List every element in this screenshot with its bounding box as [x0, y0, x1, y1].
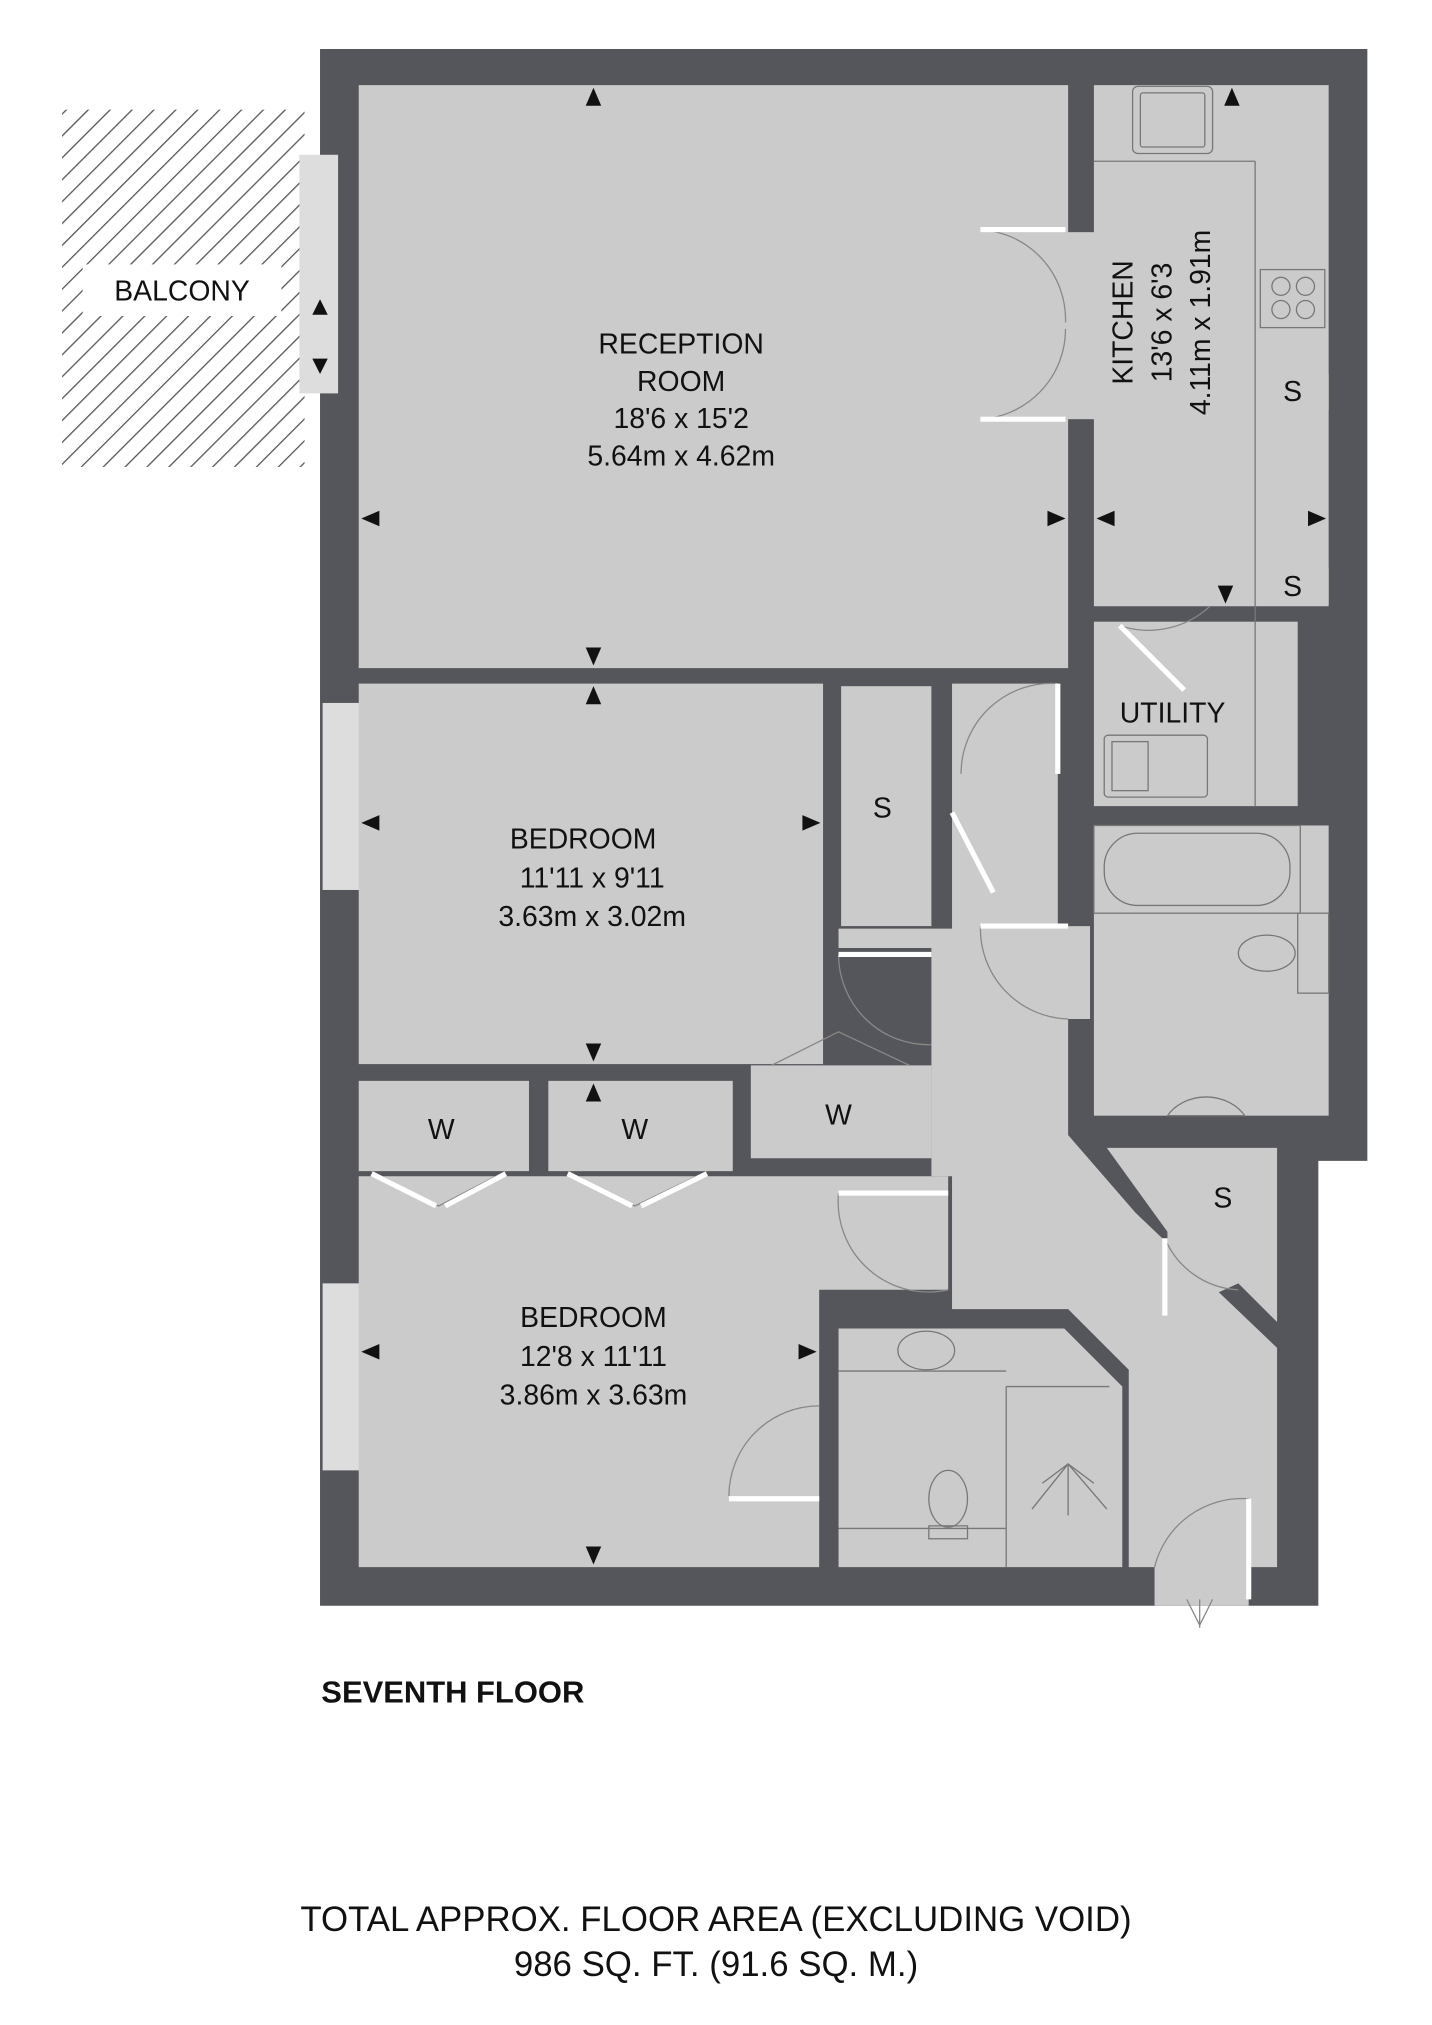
bathtub: [1093, 824, 1301, 914]
balcony-window: [299, 154, 339, 394]
ensuite: [838, 1328, 1123, 1568]
wardrobe-1: [358, 1080, 529, 1172]
reception-label-2: ROOM: [637, 366, 725, 398]
store-cupboard-1: [841, 686, 932, 927]
dimension-arrows: [312, 87, 1327, 1565]
store-label: S: [1283, 376, 1302, 408]
wardrobe-2: [548, 1080, 733, 1172]
kitchen-imperial: 13'6 x 6'3: [1146, 263, 1178, 383]
balcony-label-box: [82, 264, 282, 317]
ensuite-basin: [897, 1330, 956, 1371]
bedroom1-label: BEDROOM: [510, 824, 657, 856]
doors: [370, 227, 1252, 1628]
hallway: [838, 683, 1278, 1606]
bedroom1-metric: 3.63m x 3.02m: [498, 901, 686, 933]
kitchen-sink: [1131, 85, 1214, 155]
reception-room: [358, 85, 1069, 669]
bedroom2-window: [322, 1283, 362, 1471]
utility-sink: [1103, 734, 1209, 798]
wardrobe-label: W: [621, 1114, 648, 1146]
total-area-line2: 986 SQ. FT. (91.6 SQ. M.): [514, 1945, 918, 1984]
shower-icon: [838, 1370, 1110, 1568]
basin-icon: [1166, 1096, 1247, 1117]
kitchen-store-2: [1261, 567, 1329, 604]
bedroom1-imperial: 11'11 x 9'11: [520, 862, 665, 894]
store-cupboard-hall: [1106, 1147, 1278, 1323]
reception-imperial: 18'6 x 15'2: [613, 403, 748, 435]
kitchen-store-1: [1261, 374, 1329, 411]
wardrobe-label: W: [428, 1114, 455, 1146]
kitchen-label: KITCHEN: [1108, 260, 1140, 384]
reception-metric: 5.64m x 4.62m: [587, 441, 775, 473]
floor-name: SEVENTH FLOOR: [321, 1675, 584, 1710]
utility-label: UTILITY: [1120, 697, 1226, 729]
store-label: S: [1213, 1182, 1232, 1214]
utility: [1093, 621, 1298, 807]
kitchen-metric: 4.11m x 1.91m: [1185, 230, 1217, 415]
wardrobe-3: [750, 1065, 932, 1159]
hob-icon: [1259, 268, 1326, 329]
ensuite-toilet: [928, 1469, 969, 1540]
store-label: S: [1283, 571, 1302, 603]
bedroom1-window: [322, 702, 362, 890]
reception-label: RECEPTION: [598, 328, 763, 360]
wardrobe-label: W: [825, 1100, 852, 1132]
bedroom2-imperial: 12'8 x 11'11: [520, 1341, 667, 1373]
total-area-line1: TOTAL APPROX. FLOOR AREA (EXCLUDING VOID…: [300, 1900, 1131, 1939]
reception-kitchen-opening: [1065, 232, 1097, 420]
toilet-icon: [1237, 912, 1330, 994]
kitchen: [1093, 85, 1329, 607]
balcony-label: BALCONY: [114, 276, 250, 308]
bedroom-1: [358, 683, 824, 1065]
bedroom-2: [358, 1176, 949, 1568]
store-label: S: [873, 793, 892, 825]
bedroom2-metric: 3.86m x 3.63m: [500, 1380, 688, 1412]
bedroom2-label: BEDROOM: [520, 1302, 667, 1334]
bathroom: [1093, 825, 1329, 1116]
